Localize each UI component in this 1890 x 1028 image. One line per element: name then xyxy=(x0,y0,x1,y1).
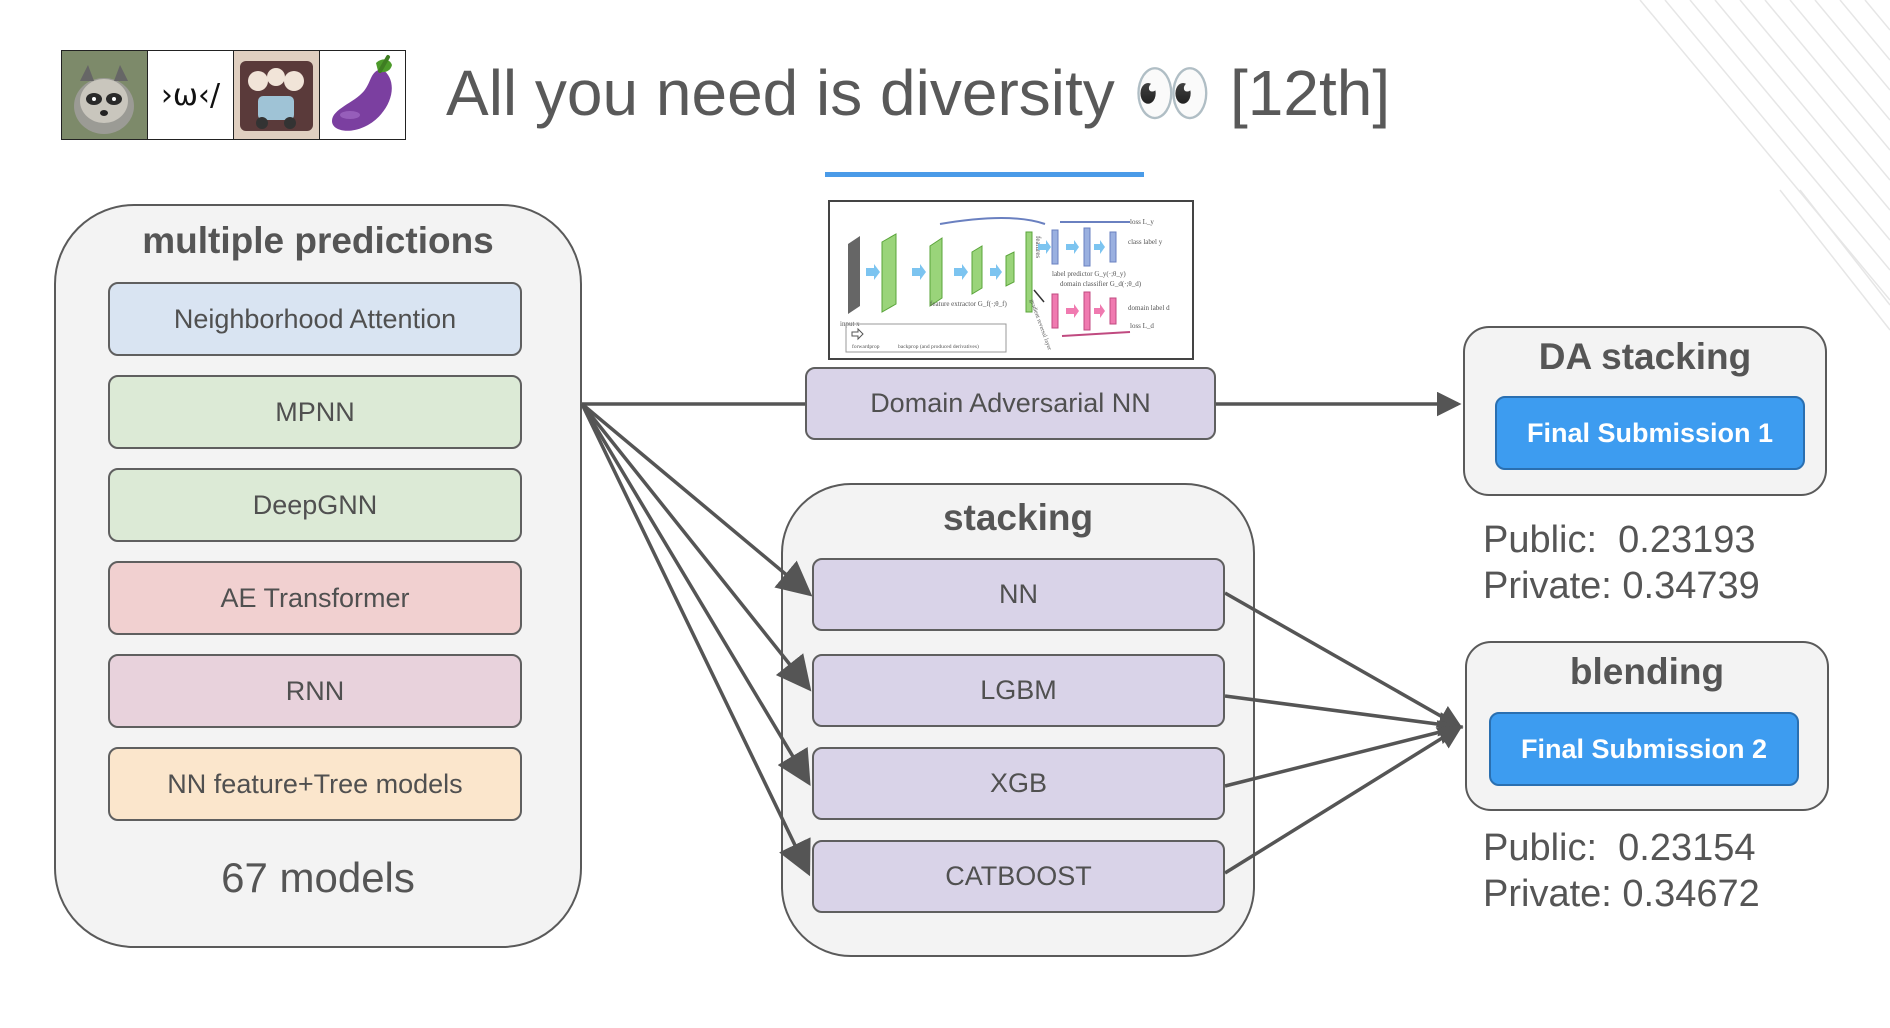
fig-gradient-reversal-label: gradient reversal layer xyxy=(1028,299,1052,351)
raccoon-avatar-icon xyxy=(62,51,148,139)
model-mpnn: MPNN xyxy=(108,375,522,449)
stacking-model-nn: NN xyxy=(812,558,1225,631)
fig-feature-extractor-label: feature extractor G_f(·;θ_f) xyxy=(930,300,1007,308)
da-stacking-title: DA stacking xyxy=(1538,336,1752,377)
blending-public-score: Public: 0.23154 xyxy=(1483,827,1756,869)
da-stacking-group: DA stacking Final Submission 1 xyxy=(1463,326,1827,496)
domain-adversarial-nn-box: Domain Adversarial NN xyxy=(805,367,1216,440)
stacking-model-xgb: XGB xyxy=(812,747,1225,820)
fig-legend-forward: forwardprop xyxy=(852,343,880,350)
model-deepgnn: DeepGNN xyxy=(108,468,522,542)
stacking-model-lgbm: LGBM xyxy=(812,654,1225,727)
blending-group: blending Final Submission 2 xyxy=(1465,641,1829,811)
fig-class-label: class label y xyxy=(1128,238,1163,246)
da-stacking-private-score: Private: 0.34739 xyxy=(1483,565,1760,607)
multiple-predictions-group: multiple predictions Neighborhood Attent… xyxy=(54,204,582,948)
model-nn-feature-tree: NN feature+Tree models xyxy=(108,747,522,821)
kaomoji-avatar-icon: ›ω‹/ xyxy=(148,51,234,139)
fig-label-predictor-label: label predictor G_y(·;θ_y) xyxy=(1052,270,1126,278)
eggplant-avatar-icon xyxy=(320,51,405,139)
model-rnn: RNN xyxy=(108,654,522,728)
final-submission-2: Final Submission 2 xyxy=(1489,712,1799,786)
da-stacking-public-score: Public: 0.23193 xyxy=(1483,519,1756,561)
fig-legend-back: backprop (and produced derivatives) xyxy=(898,343,979,350)
multiple-predictions-title: multiple predictions xyxy=(142,220,494,261)
dann-architecture-figure: input x feature extractor G_f(·;θ_f) fea… xyxy=(828,200,1194,360)
slide-title: All you need is diversity 👀 [12th] xyxy=(446,57,1391,129)
stacking-model-catboost: CATBOOST xyxy=(812,840,1225,913)
stacking-group: stacking NN LGBM XGB CATBOOST xyxy=(781,483,1255,957)
team-avatars: ›ω‹/ xyxy=(61,50,406,140)
fig-loss-d-label: loss L_d xyxy=(1130,322,1154,330)
fig-loss-y-label: loss L_y xyxy=(1130,218,1154,226)
fig-domain-classifier-label: domain classifier G_d(·;θ_d) xyxy=(1060,280,1142,288)
fig-domain-label: domain label d xyxy=(1128,304,1170,312)
blending-private-score: Private: 0.34672 xyxy=(1483,873,1760,915)
model-ae-transformer: AE Transformer xyxy=(108,561,522,635)
final-submission-1: Final Submission 1 xyxy=(1495,396,1805,470)
model-neighborhood-attention: Neighborhood Attention xyxy=(108,282,522,356)
illustrated-characters-avatar-icon xyxy=(234,51,320,139)
model-count-label: 67 models xyxy=(221,854,415,901)
title-underline xyxy=(825,172,1144,177)
stacking-title: stacking xyxy=(942,497,1094,538)
blending-title: blending xyxy=(1569,651,1725,692)
